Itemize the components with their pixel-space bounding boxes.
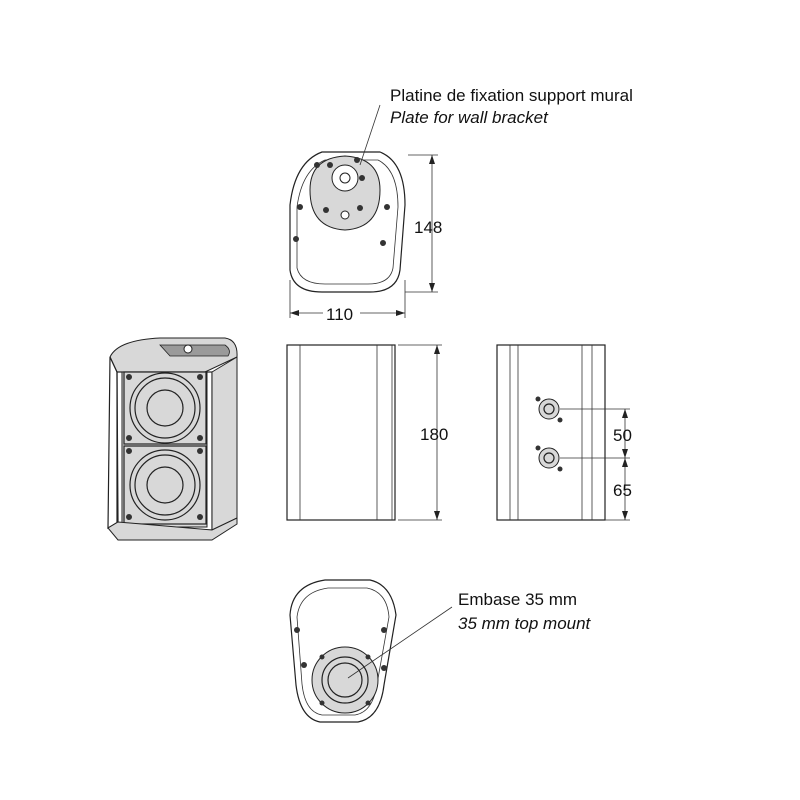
top-mount-label-en: 35 mm top mount — [458, 614, 592, 633]
top-view — [289, 104, 406, 293]
width-dimension-value: 110 — [326, 305, 353, 324]
connector-spacing-value: 50 — [613, 426, 632, 445]
speaker-perspective-view — [107, 337, 238, 541]
depth-dimension — [398, 344, 442, 521]
rear-view — [496, 344, 606, 521]
depth-dimension-value: 180 — [420, 425, 448, 444]
height-dimension-value: 148 — [414, 218, 442, 237]
side-view — [286, 344, 396, 521]
height-dimension — [405, 154, 438, 293]
wall-plate-label-fr: Platine de fixation support mural — [390, 86, 633, 105]
top-mount-label-fr: Embase 35 mm — [458, 590, 577, 609]
bottom-view — [289, 579, 453, 723]
width-dimension — [289, 280, 406, 318]
connector-offset-value: 65 — [613, 481, 632, 500]
wall-plate-label-en: Plate for wall bracket — [390, 108, 549, 127]
connector-dimensions — [560, 408, 630, 521]
